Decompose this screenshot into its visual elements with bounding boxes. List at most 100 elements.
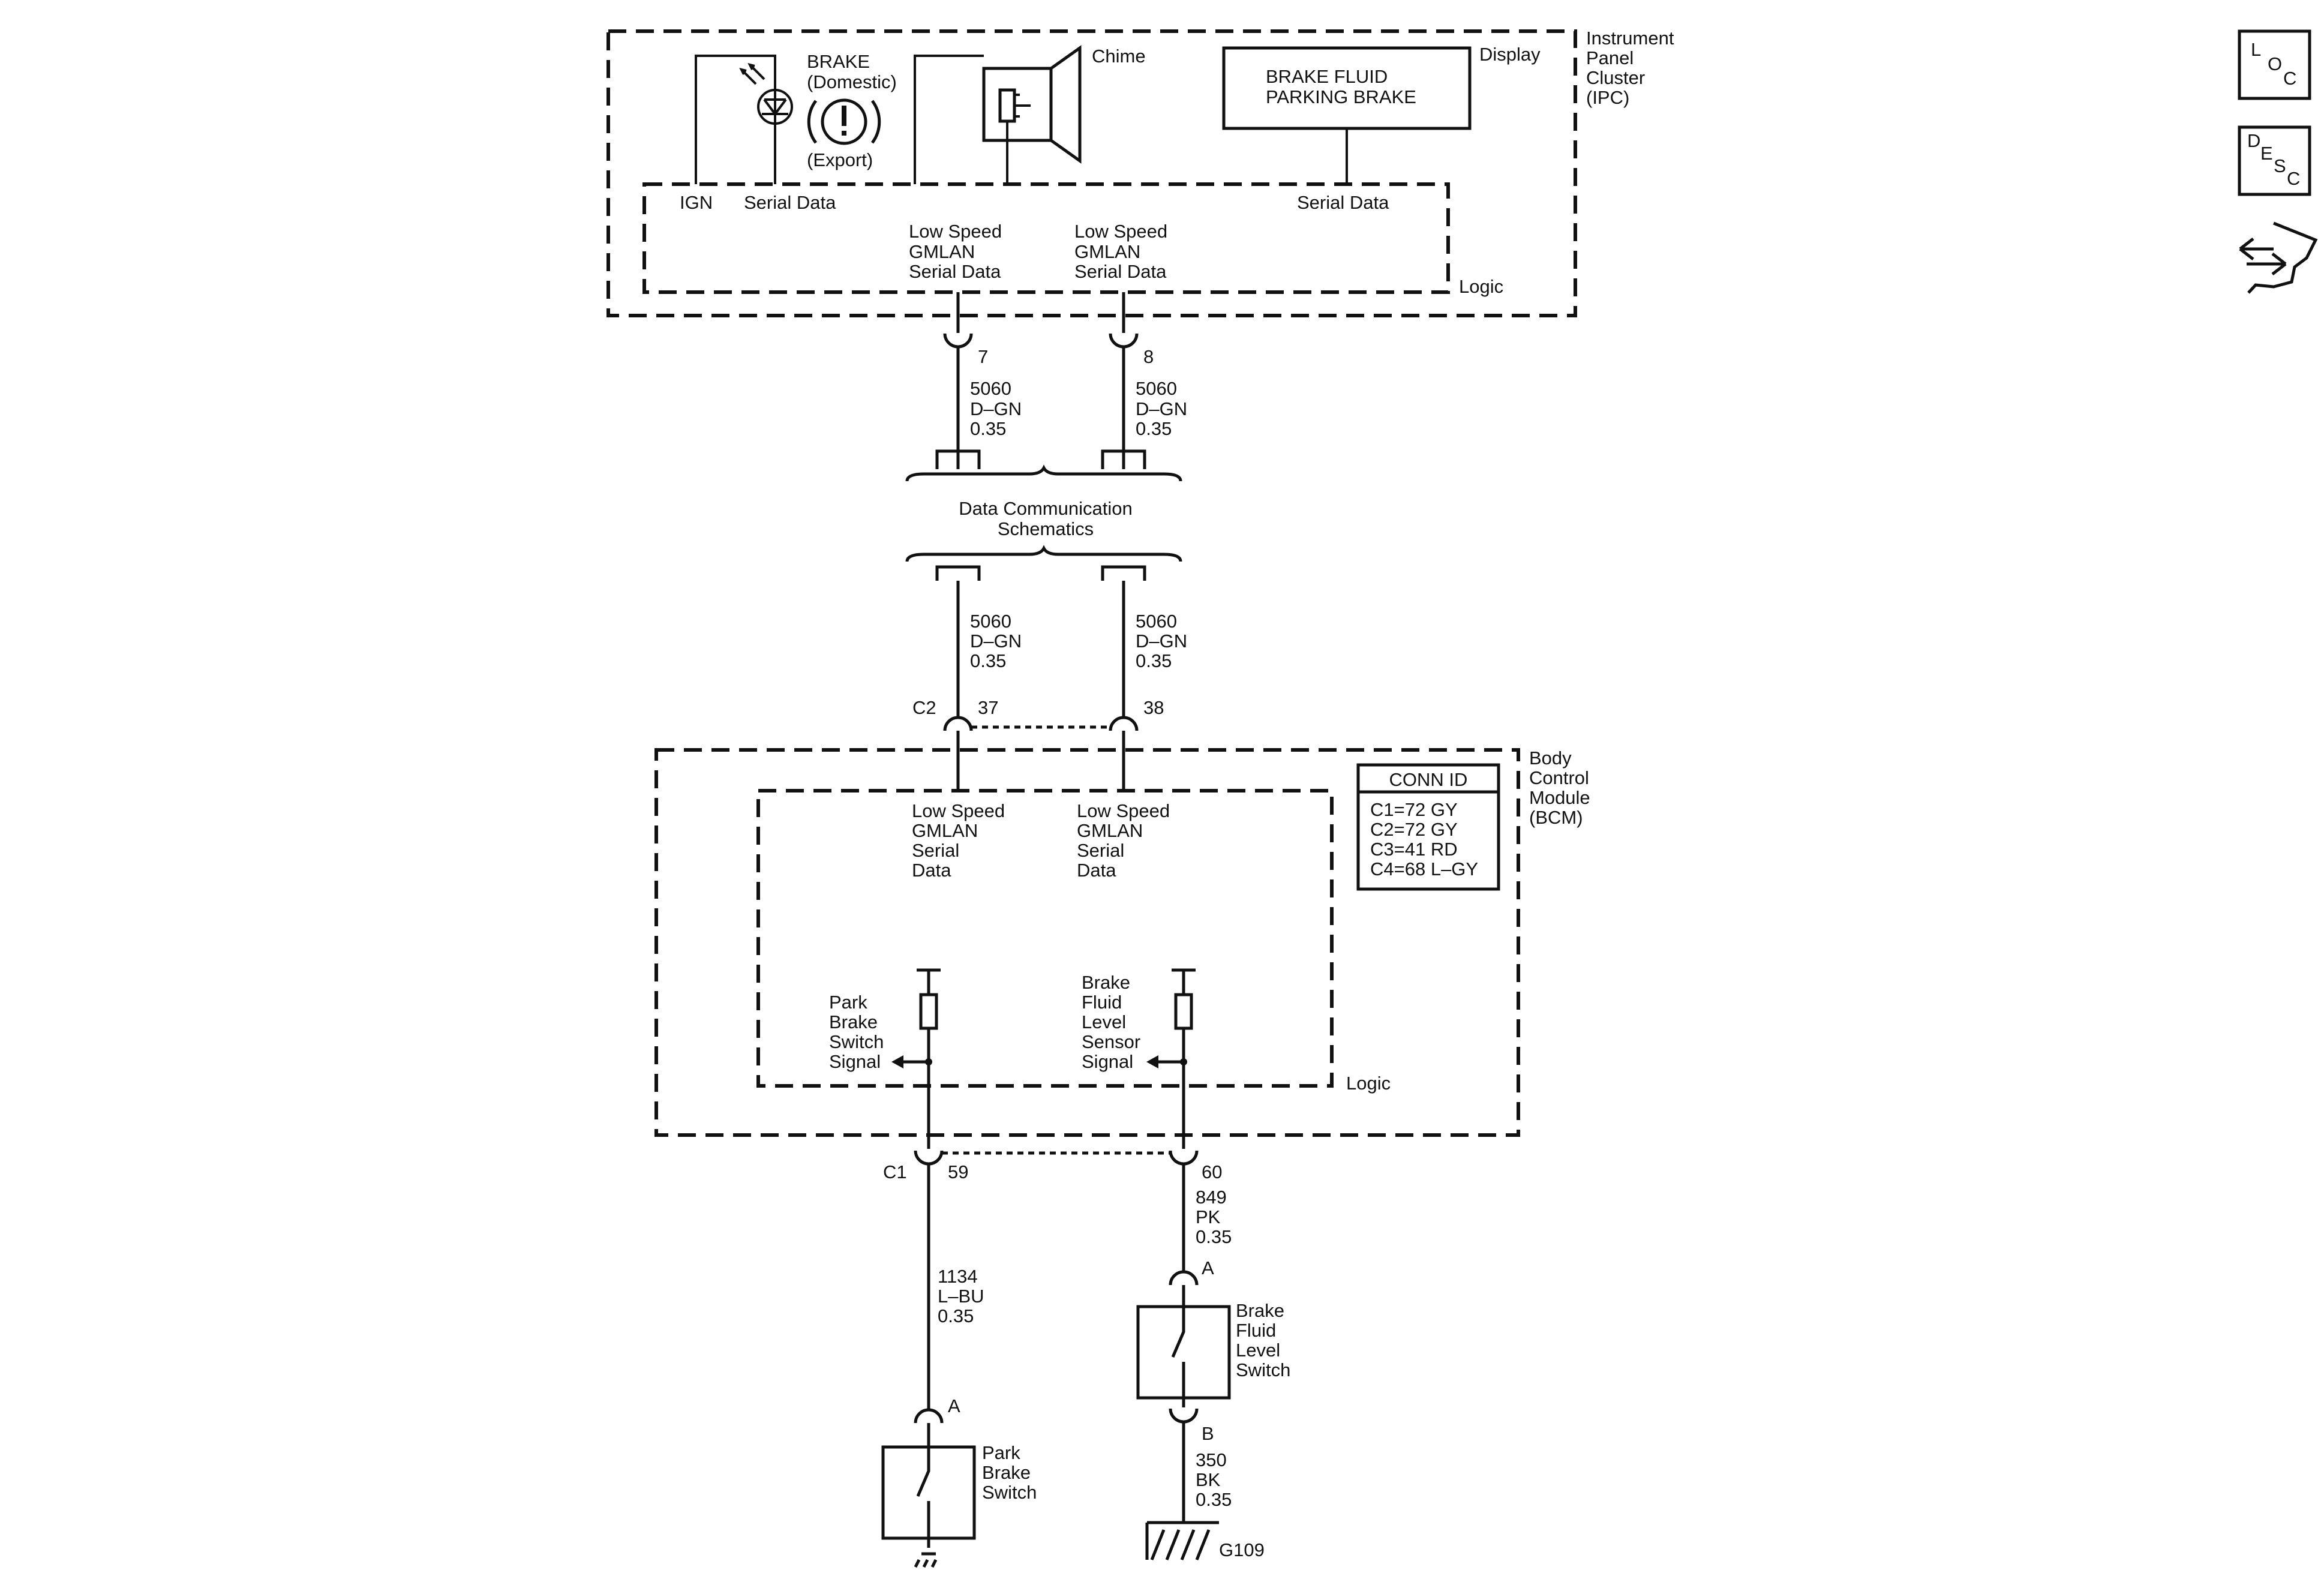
park-wire-gauge: 0.35 [938,1305,974,1326]
desc-letter-2: E [2260,143,2273,164]
bcm-connector-c2: C2 [912,697,936,718]
bcm-gmlan-right-line1: Low Speed [1077,800,1170,821]
bcm-name-line2: Control [1529,767,1589,788]
lower-wire-left-color: D–GN [970,631,1022,652]
data-comm-label-line1[interactable]: Data Communication [959,498,1132,519]
serial-data-right-label: Serial Data [1297,192,1389,213]
ipc-name-line2: Panel [1586,47,1634,68]
lower-wire-right-color: D–GN [1136,631,1187,652]
conn-id-c2: C2=72 GY [1370,819,1458,840]
desc-button[interactable]: D E S C [2238,125,2311,196]
serial-data-left-label: Serial Data [744,192,836,213]
park-signal-line2: Brake [829,1011,878,1032]
fluid-signal-line3: Level [1082,1011,1126,1032]
park-brake-signal-arrow [891,1055,929,1068]
park-switch-name-line3: Switch [982,1482,1037,1503]
chime-label: Chime [1092,46,1146,67]
bcm-name-line1: Body [1529,748,1572,769]
ipc-gmlan-right-line2: GMLAN [1074,241,1140,262]
data-comm-label-line2[interactable]: Schematics [998,518,1094,539]
bcm-gmlan-right-line2: GMLAN [1077,820,1143,841]
bcm-logic-label: Logic [1346,1073,1391,1094]
park-signal-line3: Switch [829,1031,884,1052]
bcm-boundary [654,748,1520,1137]
chime-speaker [914,45,1082,184]
brake-indicator-lamp [695,55,793,184]
connector-end-view-icon[interactable] [2239,221,2318,294]
fluid-level-wire [1169,1164,1199,1307]
fluid-switch-name-line4: Switch [1236,1359,1290,1380]
loc-letter-1: L [2251,39,2261,60]
fluid-switch-name-line3: Level [1236,1340,1280,1361]
ground-wire-gauge: 0.35 [1196,1489,1232,1510]
bcm-pin-37: 37 [978,697,998,718]
upper-wire-left-color: D–GN [970,398,1022,419]
bcm-connector-c1-pins [914,1139,1199,1166]
bcm-gmlan-wires [935,565,1146,791]
bcm-name-line3: Module [1529,787,1590,808]
park-wire-color: L–BU [938,1286,984,1307]
ipc-gmlan-left-line3: Serial Data [909,261,1001,282]
bcm-gmlan-left-line1: Low Speed [912,800,1005,821]
ipc-pin-8: 8 [1143,346,1154,367]
lower-wire-left-gauge: 0.35 [970,650,1006,671]
bcm-connector-c1: C1 [883,1161,907,1182]
fluid-signal-line1: Brake [1082,972,1130,993]
ipc-logic-boundary [642,182,1450,294]
desc-letter-1: D [2247,130,2260,151]
upper-wire-right-gauge: 0.35 [1136,418,1172,439]
ipc-pin-7: 7 [978,346,988,367]
conn-id-table [1356,763,1500,891]
park-brake-wire [914,1164,944,1447]
ground-wire-color: BK [1196,1469,1221,1490]
bcm-gmlan-right-line4: Data [1077,860,1116,881]
fluid-level-signal-arrow [1146,1055,1184,1068]
ipc-gmlan-wires [935,292,1146,469]
park-signal-line4: Signal [829,1051,881,1072]
fluid-signal-line4: Sensor [1082,1031,1140,1052]
ipc-name-line1: Instrument [1586,28,1674,49]
fluid-signal-line5: Signal [1082,1051,1133,1072]
data-comm-braces [905,464,1182,562]
fluid-level-pullup-resistor [1172,968,1196,1139]
brake-export-label: (Export) [807,149,873,170]
brake-lamp-label-line2: (Domestic) [807,71,897,92]
ground-symbol-icon [1145,1521,1219,1560]
ground-label-g109: G109 [1219,1539,1265,1560]
ipc-gmlan-left-line1: Low Speed [909,221,1002,242]
fluid-switch-name-line1: Brake [1236,1300,1284,1321]
desc-letter-3: S [2274,155,2286,176]
fluid-wire-color: PK [1196,1206,1221,1227]
display-text-line2: PARKING BRAKE [1266,86,1416,107]
upper-wire-left-circuit: 5060 [970,378,1011,399]
upper-wire-right-circuit: 5060 [1136,378,1177,399]
bcm-pin-60: 60 [1202,1161,1222,1182]
loc-letter-3: C [2283,68,2296,89]
ipc-name-line3: Cluster [1586,67,1645,88]
conn-id-c3: C3=41 RD [1370,839,1458,860]
park-switch-name-line1: Park [982,1442,1020,1463]
bcm-gmlan-left-line4: Data [912,860,951,881]
fluid-signal-line2: Fluid [1082,992,1122,1013]
bcm-pin-38: 38 [1143,697,1164,718]
ipc-gmlan-right-line3: Serial Data [1074,261,1167,282]
bcm-name-line4: (BCM) [1529,807,1583,828]
ipc-name-line4: (IPC) [1586,87,1629,108]
fluid-wire-gauge: 0.35 [1196,1226,1232,1247]
brake-lamp-label-line1: BRAKE [807,51,870,72]
ipc-logic-label: Logic [1459,276,1503,297]
ipc-boundary [606,29,1577,317]
park-brake-pullup-resistor [917,968,941,1139]
ground-wire-circuit: 350 [1196,1449,1227,1470]
fluid-switch-ground-wire [1169,1398,1199,1523]
park-switch-pin-a: A [948,1395,960,1416]
bcm-gmlan-left-line2: GMLAN [912,820,978,841]
fluid-switch-pin-a: A [1202,1257,1214,1278]
loc-letter-2: O [2268,53,2282,74]
park-wire-circuit: 1134 [938,1266,978,1287]
upper-wire-right-color: D–GN [1136,398,1187,419]
fluid-switch-pin-b: B [1202,1423,1214,1444]
lower-wire-left-circuit: 5060 [970,611,1011,632]
loc-button[interactable]: L O C [2238,29,2311,100]
